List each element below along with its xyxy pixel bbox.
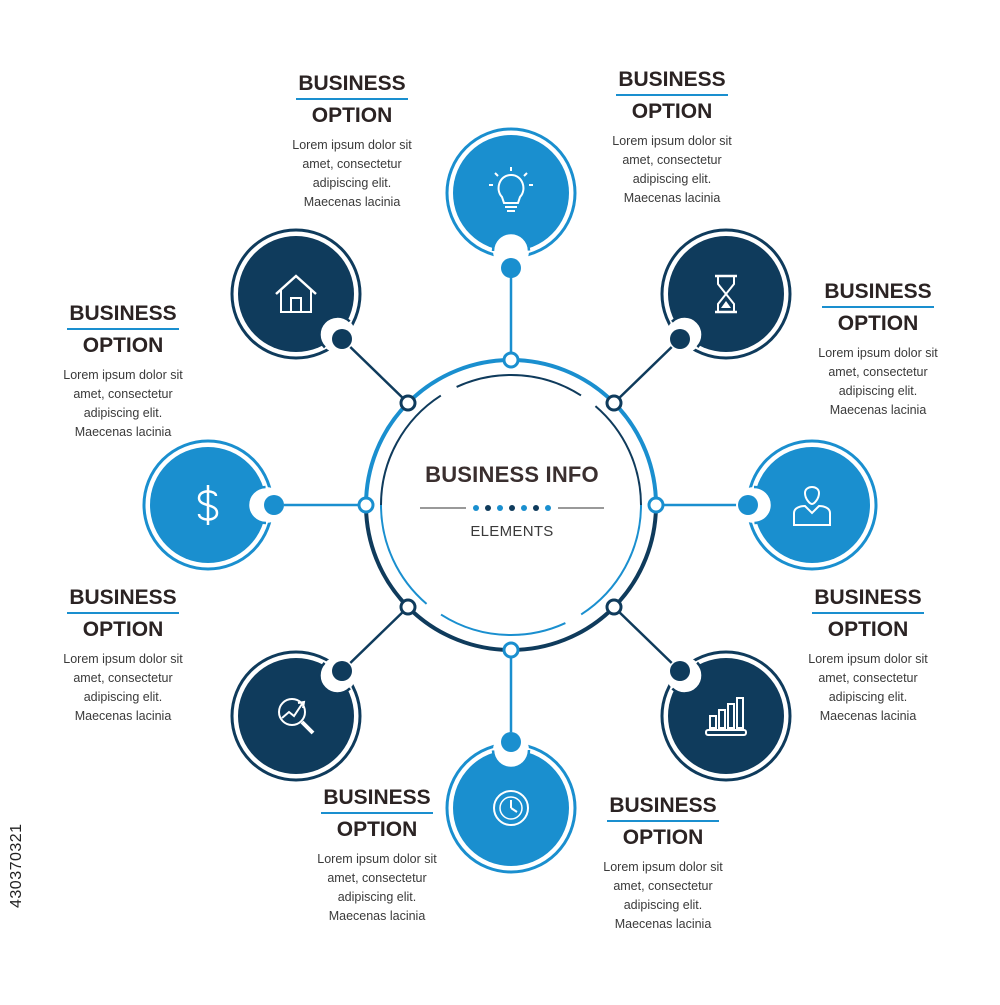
option-subtitle: OPTION xyxy=(622,826,704,849)
dollar-icon xyxy=(197,485,219,525)
option-subtitle: OPTION xyxy=(827,618,909,641)
hourglass-icon xyxy=(715,274,737,314)
option-node-1 xyxy=(445,127,577,278)
option-title: BUSINESS xyxy=(607,794,719,822)
option-title: BUSINESS xyxy=(616,68,728,96)
stock-id-text: 430370321 xyxy=(8,823,25,908)
clock-icon xyxy=(493,790,529,826)
ring-junctions xyxy=(357,351,665,659)
option-node-4 xyxy=(660,650,792,782)
center-subtitle: ELEMENTS xyxy=(470,523,554,540)
user-icon xyxy=(793,486,831,526)
option-title: BUSINESS xyxy=(296,72,408,100)
option-subtitle: OPTION xyxy=(336,818,418,841)
lightbulb-icon xyxy=(489,167,533,212)
option-subtitle: OPTION xyxy=(631,100,713,123)
option-node-7 xyxy=(142,439,286,571)
option-node-6 xyxy=(230,650,362,782)
center-divider xyxy=(420,505,604,511)
option-node-3 xyxy=(734,439,878,571)
spoke-bottom-left xyxy=(341,606,409,672)
home-icon xyxy=(275,274,317,313)
spoke-bottom-right xyxy=(613,606,681,672)
bar-chart-icon xyxy=(705,697,747,736)
option-title: BUSINESS xyxy=(67,586,179,614)
option-title: BUSINESS xyxy=(67,302,179,330)
option-subtitle: OPTION xyxy=(82,334,164,357)
option-node-5 xyxy=(445,730,577,874)
option-subtitle: OPTION xyxy=(837,312,919,335)
spoke-top-left xyxy=(341,338,409,404)
spoke-top-right xyxy=(613,338,681,404)
option-subtitle: OPTION xyxy=(311,104,393,127)
option-title: BUSINESS xyxy=(812,586,924,614)
option-title: BUSINESS xyxy=(321,786,433,814)
center-title: BUSINESS INFO xyxy=(425,462,599,487)
connector-spokes xyxy=(274,268,748,742)
option-subtitle: OPTION xyxy=(82,618,164,641)
option-node-8 xyxy=(230,228,362,360)
option-node-2 xyxy=(660,228,792,360)
analytics-magnifier-icon xyxy=(278,698,315,735)
option-title: BUSINESS xyxy=(822,280,934,308)
